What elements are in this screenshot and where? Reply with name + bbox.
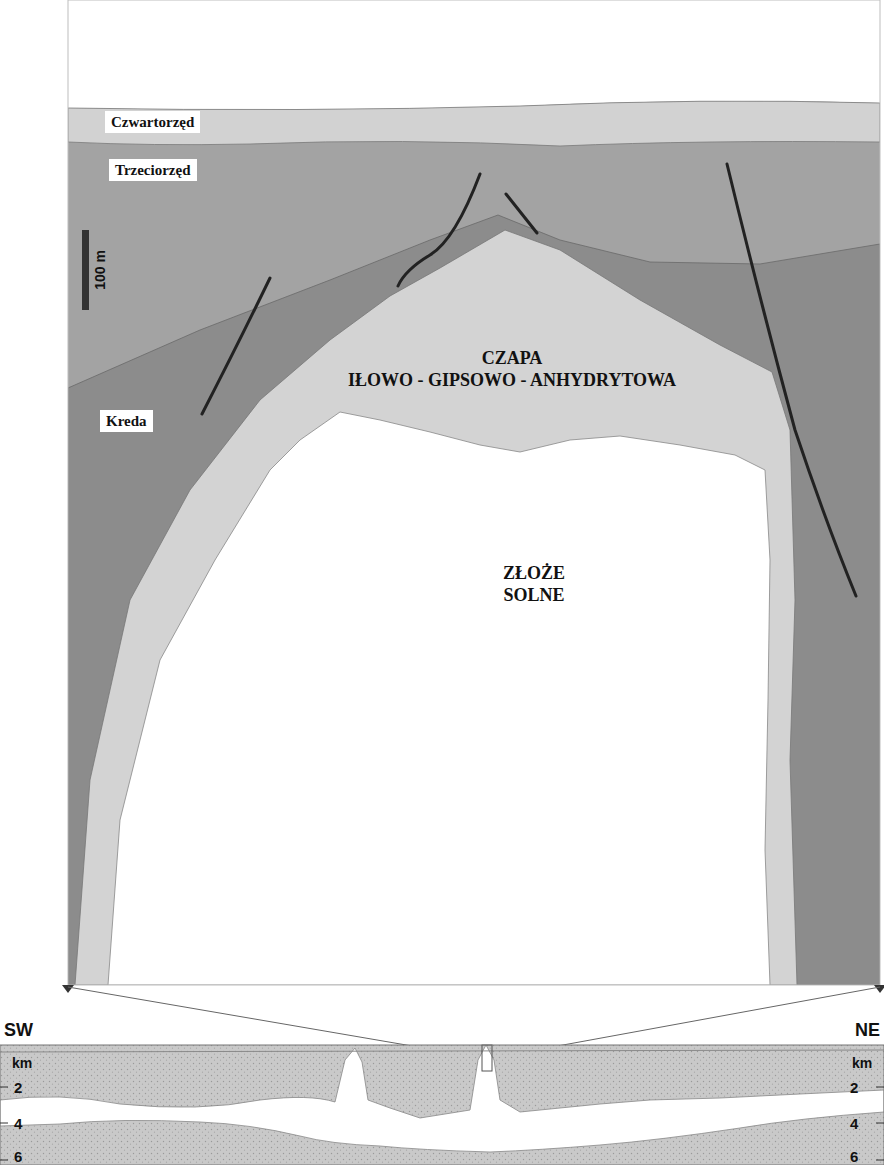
- depth-tick: 2: [850, 1080, 858, 1095]
- cap-label: CZAPAIŁOWO - GIPSOWO - ANHYDRYTOWA: [348, 348, 676, 391]
- scale-bar: [82, 230, 89, 310]
- region-name: ZŁOŻE SOLNE: [489, 563, 579, 606]
- depth-tick: 4: [850, 1116, 858, 1131]
- depth-tick: 2: [14, 1080, 22, 1095]
- direction: SW: [4, 1021, 33, 1039]
- salt-label: ZŁOŻE SOLNE: [489, 563, 579, 606]
- region-name: CZAPA: [348, 348, 676, 370]
- depth-tick: 6: [14, 1149, 22, 1164]
- region-subtitle: IŁOWO - GIPSOWO - ANHYDRYTOWA: [348, 370, 676, 392]
- depth-tick: 4: [14, 1116, 22, 1131]
- layer-label: Kreda: [100, 410, 153, 432]
- unit: km: [12, 1056, 32, 1070]
- direction: NE: [855, 1021, 880, 1039]
- scale-label: 100 m: [93, 250, 107, 290]
- region-name: Trzeciorzęd: [115, 161, 191, 179]
- layer-label: Trzeciorzęd: [109, 159, 197, 181]
- depth-tick: 6: [850, 1149, 858, 1164]
- region-name: Czwartorzęd: [111, 113, 194, 131]
- regional-section: [0, 1045, 884, 1165]
- dome-section: [68, 0, 880, 985]
- unit: km: [852, 1056, 872, 1070]
- layer-label: Czwartorzęd: [105, 111, 200, 133]
- region-name: Kreda: [106, 412, 147, 430]
